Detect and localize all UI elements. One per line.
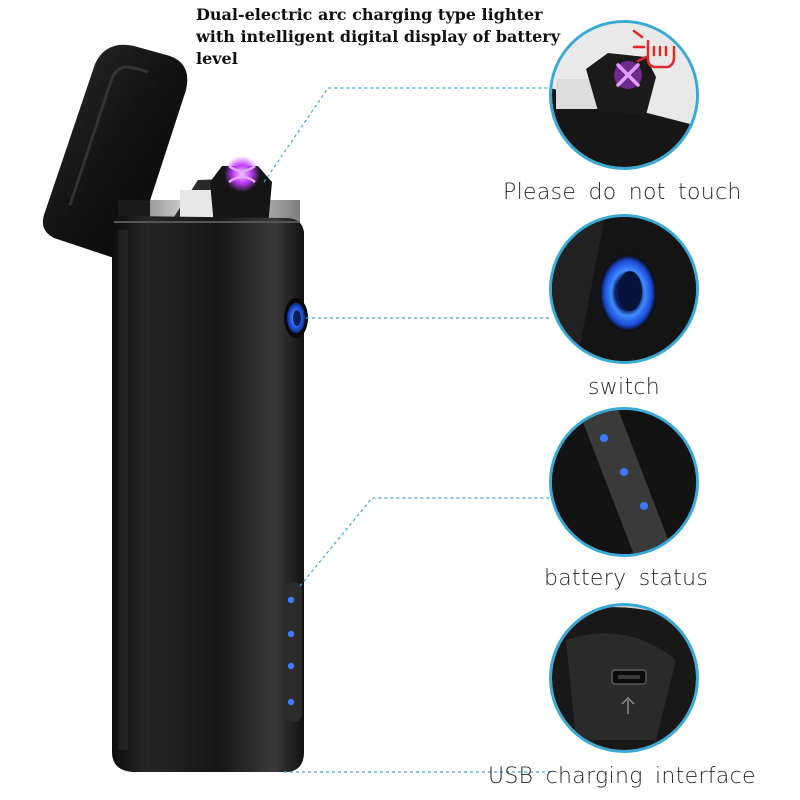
caption-please-do-not-touch: Please do not touch — [503, 180, 742, 205]
caption-battery-status: battery status — [544, 566, 709, 591]
title-line-2: with intelligent digital display of batt… — [196, 27, 560, 46]
arc-electrode-icon — [616, 63, 640, 87]
power-button — [284, 298, 308, 338]
product-title: Dual-electric arc charging type lighter … — [196, 4, 576, 70]
no-touch-warning-icon — [632, 29, 676, 69]
lighter-lid — [42, 44, 188, 258]
detail-usb-circle — [549, 603, 699, 753]
leader-lines — [263, 87, 552, 773]
detail-switch-circle — [549, 214, 699, 364]
usb-port-icon — [611, 669, 647, 714]
lighter-body — [112, 216, 304, 772]
caption-usb-charging-interface: USB charging interface — [488, 764, 756, 789]
detail-battery-circle — [549, 407, 699, 557]
caption-switch: switch — [588, 375, 661, 400]
battery-led-icon — [600, 434, 648, 510]
title-line-1: Dual-electric arc charging type lighter — [196, 5, 543, 24]
battery-indicator-strip — [284, 582, 302, 722]
detail-arc-circle — [549, 20, 699, 170]
power-button-icon — [600, 255, 656, 331]
title-line-3: level — [196, 49, 238, 68]
